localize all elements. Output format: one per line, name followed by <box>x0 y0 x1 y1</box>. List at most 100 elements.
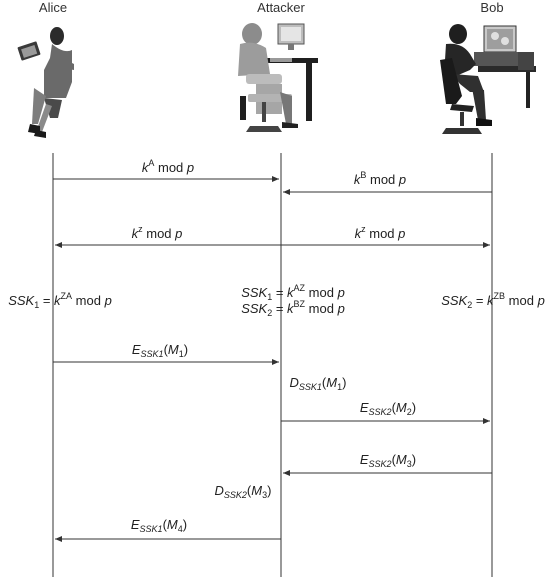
key-name: SSK <box>441 293 468 308</box>
msg-rest: mod <box>366 172 399 187</box>
msg-var: p <box>398 172 406 187</box>
close-paren: ) <box>342 375 346 390</box>
key-var: p <box>104 293 112 308</box>
close-paren: ) <box>184 342 188 357</box>
close-paren: ) <box>267 483 271 498</box>
actor-name-attacker: Attacker <box>257 0 305 15</box>
message-label-encrypt-ssk1-m4: ESSK1(M4) <box>131 517 187 534</box>
woman-at-laptop-icon <box>17 27 74 138</box>
message-label-encrypt-ssk2-m2: ESSK2(M2) <box>360 400 416 417</box>
msg-sup: B <box>360 170 366 180</box>
person-at-desktop-computer-icon <box>238 23 318 132</box>
arg: M <box>326 375 337 390</box>
close-paren: ) <box>412 400 416 415</box>
key-eq: = <box>272 285 287 300</box>
msg-sup: A <box>148 158 154 168</box>
op: E <box>131 517 140 532</box>
key-eq: = <box>39 293 54 308</box>
message-label-kz-to-bob: kz mod p <box>355 224 406 241</box>
message-label-ka: kA mod p <box>142 158 194 175</box>
key-base: k <box>287 285 295 300</box>
key-sup: AZ <box>294 283 306 293</box>
op-sub: SSK1 <box>299 382 322 392</box>
arg-sub: 1 <box>179 349 184 359</box>
msg-base: k <box>132 226 140 241</box>
arg-sub: 1 <box>337 382 342 392</box>
key-name: SSK <box>241 285 268 300</box>
actor-name-alice: Alice <box>39 0 67 15</box>
open-paren: ( <box>247 483 252 498</box>
msg-sup: z <box>138 224 143 234</box>
key-name: SSK <box>8 293 35 308</box>
op-sub: SSK1 <box>140 524 163 534</box>
key-rest: mod <box>72 293 105 308</box>
close-paren: ) <box>412 452 416 467</box>
man-at-desktop-computer-icon <box>440 24 536 134</box>
op: D <box>290 375 299 390</box>
key-eq: = <box>272 301 287 316</box>
op-sub: SSK2 <box>224 490 247 500</box>
key-eq: = <box>472 293 487 308</box>
key-sup: ZA <box>61 291 73 301</box>
msg-rest: mod <box>154 160 187 175</box>
open-paren: ( <box>164 342 169 357</box>
key-sup: BZ <box>294 299 306 309</box>
key-base: k <box>54 293 62 308</box>
arg: M <box>168 342 179 357</box>
key-sub: 1 <box>34 300 39 310</box>
key-label-attacker-2: SSK2 = kBZ mod p <box>241 299 345 318</box>
msg-base: k <box>355 226 363 241</box>
key-var: p <box>337 285 345 300</box>
arg-sub: 3 <box>407 459 412 469</box>
op: D <box>215 483 224 498</box>
close-paren: ) <box>183 517 187 532</box>
key-base: k <box>287 301 295 316</box>
op-sub: SSK1 <box>141 349 164 359</box>
actor-name-bob: Bob <box>480 0 503 15</box>
key-label-attacker-1: SSK1 = kAZ mod p <box>241 283 345 302</box>
op: E <box>360 400 369 415</box>
key-name: SSK <box>241 301 268 316</box>
key-var: p <box>537 293 545 308</box>
msg-var: p <box>174 226 182 241</box>
open-paren: ( <box>322 375 327 390</box>
key-sub: 1 <box>267 292 272 302</box>
arg: M <box>396 400 407 415</box>
open-paren: ( <box>392 400 397 415</box>
msg-var: p <box>397 226 405 241</box>
arg: M <box>251 483 262 498</box>
op-sub: SSK2 <box>369 407 392 417</box>
arg: M <box>396 452 407 467</box>
message-label-decrypt-ssk2-m3: DSSK2(M3) <box>215 483 272 500</box>
open-paren: ( <box>392 452 397 467</box>
msg-base: k <box>354 172 362 187</box>
arg: M <box>167 517 178 532</box>
key-sup: ZB <box>494 291 506 301</box>
key-sub: 2 <box>467 300 472 310</box>
key-rest: mod <box>505 293 538 308</box>
op-sub: SSK2 <box>369 459 392 469</box>
message-label-encrypt-ssk1-m1: ESSK1(M1) <box>132 342 188 359</box>
message-label-encrypt-ssk2-m3: ESSK2(M3) <box>360 452 416 469</box>
op: E <box>360 452 369 467</box>
msg-var: p <box>186 160 194 175</box>
message-label-decrypt-ssk1-m1: DSSK1(M1) <box>290 375 347 392</box>
msg-rest: mod <box>366 226 399 241</box>
arg-sub: 3 <box>262 490 267 500</box>
key-sub: 2 <box>267 308 272 318</box>
message-label-kb: kB mod p <box>354 170 406 187</box>
msg-rest: mod <box>143 226 176 241</box>
key-base: k <box>487 293 495 308</box>
msg-base: k <box>142 160 150 175</box>
msg-sup: z <box>361 224 366 234</box>
op: E <box>132 342 141 357</box>
key-rest: mod <box>305 285 338 300</box>
key-rest: mod <box>305 301 338 316</box>
key-label-alice: SSK1 = kZA mod p <box>8 291 112 310</box>
key-label-bob: SSK2 = kZB mod p <box>441 291 545 310</box>
key-var: p <box>337 301 345 316</box>
open-paren: ( <box>163 517 168 532</box>
arg-sub: 2 <box>407 407 412 417</box>
message-label-kz-to-alice: kz mod p <box>132 224 183 241</box>
